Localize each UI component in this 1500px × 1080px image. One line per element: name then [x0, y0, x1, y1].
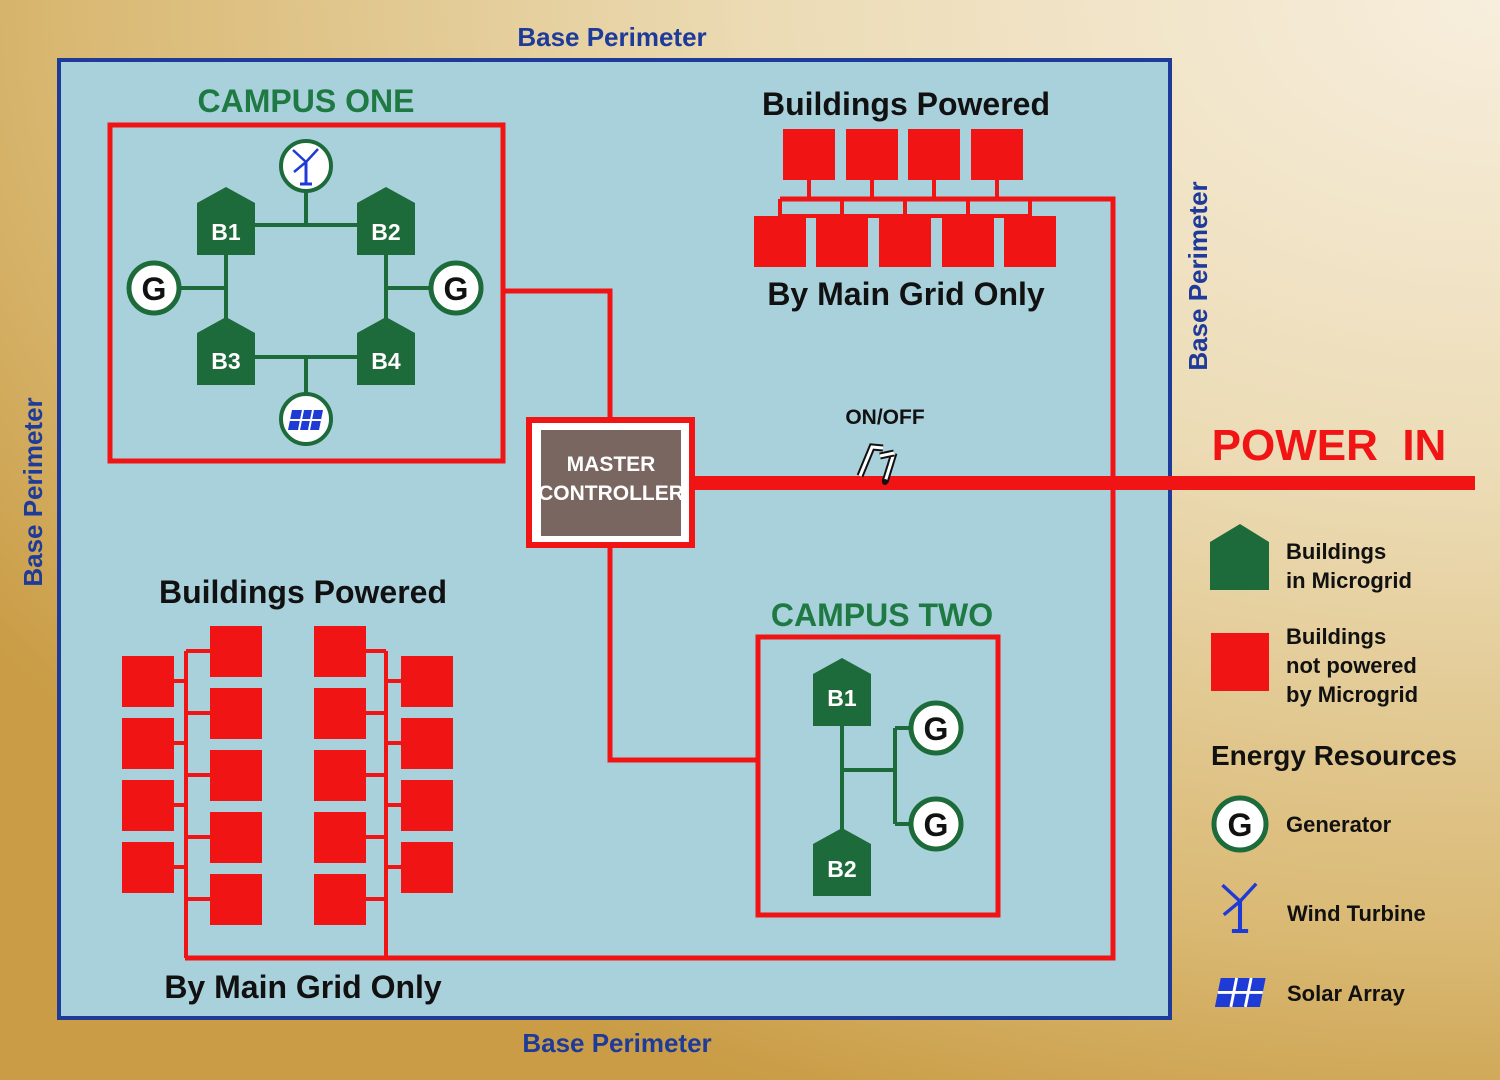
- controller-label-line1: MASTER: [567, 453, 656, 476]
- legend: Buildings in Microgrid Buildings not pow…: [1210, 524, 1457, 1009]
- building-not-powered[interactable]: [210, 812, 262, 863]
- line-campus-two: [607, 545, 758, 763]
- left-group-buildings: [122, 626, 453, 925]
- left-group-title: Buildings Powered: [159, 574, 447, 610]
- building-not-powered[interactable]: [971, 129, 1023, 180]
- building-not-powered[interactable]: [908, 129, 960, 180]
- building-not-powered[interactable]: [314, 874, 366, 925]
- legend-microgrid-line1: Buildings: [1286, 539, 1386, 564]
- campus-two-boundary: [755, 634, 1001, 918]
- building-not-powered[interactable]: [210, 874, 262, 925]
- campus-one-title: CAMPUS ONE: [198, 83, 415, 119]
- legend-generator-label: Generator: [1286, 812, 1392, 837]
- building-not-powered[interactable]: [314, 626, 366, 677]
- perimeter-label-right: Base Perimeter: [1183, 181, 1213, 370]
- legend-wind-turbine-icon: [1222, 884, 1256, 931]
- campus-two-generator-bottom-label: G: [924, 807, 949, 843]
- line-main-grid-loop: [185, 196, 1116, 961]
- campus-two-title: CAMPUS TWO: [771, 597, 993, 633]
- building-not-powered[interactable]: [122, 656, 174, 707]
- legend-not-powered-line3: by Microgrid: [1286, 682, 1418, 707]
- building-not-powered[interactable]: [1004, 216, 1056, 267]
- solar-array-icon[interactable]: [279, 392, 333, 446]
- legend-generator-icon: [1211, 795, 1269, 853]
- legend-generator-symbol: G: [1228, 807, 1253, 843]
- legend-resources-title: Energy Resources: [1211, 740, 1457, 771]
- controller-label-line2: CONTROLLER: [538, 482, 684, 505]
- generator-icon[interactable]: [908, 700, 964, 852]
- building-not-powered[interactable]: [122, 780, 174, 831]
- on-off-switch[interactable]: [856, 443, 898, 485]
- legend-solar-label: Solar Array: [1287, 981, 1406, 1006]
- building-not-powered[interactable]: [401, 656, 453, 707]
- switch-label: ON/OFF: [845, 406, 924, 429]
- legend-microgrid-building-icon: [1210, 524, 1269, 590]
- main-power-line: [692, 476, 1475, 490]
- building-not-powered[interactable]: [210, 750, 262, 801]
- power-in-label: POWER IN: [1212, 421, 1447, 470]
- building-not-powered[interactable]: [122, 842, 174, 893]
- building-not-powered[interactable]: [754, 216, 806, 267]
- perimeter-label-top: Base Perimeter: [517, 22, 706, 52]
- building-not-powered[interactable]: [314, 750, 366, 801]
- legend-not-powered-line2: not powered: [1286, 653, 1417, 678]
- campus-one-boundary: [107, 122, 506, 464]
- legend-not-powered-line1: Buildings: [1286, 624, 1386, 649]
- building-not-powered[interactable]: [401, 842, 453, 893]
- left-group-subtitle: By Main Grid Only: [164, 969, 442, 1005]
- building-not-powered[interactable]: [210, 626, 262, 677]
- building-not-powered[interactable]: [122, 718, 174, 769]
- building-not-powered[interactable]: [314, 688, 366, 739]
- generator-icon[interactable]: [126, 260, 484, 316]
- top-group-subtitle: By Main Grid Only: [767, 276, 1045, 312]
- campus-two-b2-label: B2: [827, 856, 856, 882]
- building-not-powered[interactable]: [314, 812, 366, 863]
- power-lines: [185, 196, 1116, 961]
- top-group-title: Buildings Powered: [762, 86, 1050, 122]
- building-not-powered[interactable]: [942, 216, 994, 267]
- legend-wind-label: Wind Turbine: [1287, 901, 1426, 926]
- line-campus-one: [505, 288, 613, 420]
- campus-one-b3-label: B3: [211, 348, 240, 374]
- campus-one-generator-right-label: G: [444, 271, 469, 307]
- perimeter-label-left: Base Perimeter: [18, 397, 48, 586]
- campus-two-generator-top-label: G: [924, 711, 949, 747]
- perimeter-label-bottom: Base Perimeter: [522, 1028, 711, 1058]
- building-not-powered[interactable]: [401, 780, 453, 831]
- legend-solar-array-icon: [1213, 976, 1268, 1009]
- campus-one-b4-label: B4: [371, 348, 401, 374]
- building-not-powered[interactable]: [879, 216, 931, 267]
- master-controller[interactable]: [526, 417, 695, 548]
- campus-two-b1-label: B1: [827, 685, 857, 711]
- campus-one-b2-label: B2: [371, 219, 400, 245]
- legend-not-powered-icon: [1211, 633, 1269, 691]
- building-not-powered[interactable]: [846, 129, 898, 180]
- left-group-wiring: [174, 649, 401, 958]
- campus-one-b1-label: B1: [211, 219, 241, 245]
- legend-microgrid-line2: in Microgrid: [1286, 568, 1412, 593]
- wind-turbine-icon[interactable]: [279, 139, 333, 193]
- building-not-powered[interactable]: [783, 129, 835, 180]
- building-not-powered[interactable]: [401, 718, 453, 769]
- top-group-buildings: [754, 129, 1056, 267]
- building-not-powered[interactable]: [210, 688, 262, 739]
- campus-one-generator-left-label: G: [142, 271, 167, 307]
- building-not-powered[interactable]: [816, 216, 868, 267]
